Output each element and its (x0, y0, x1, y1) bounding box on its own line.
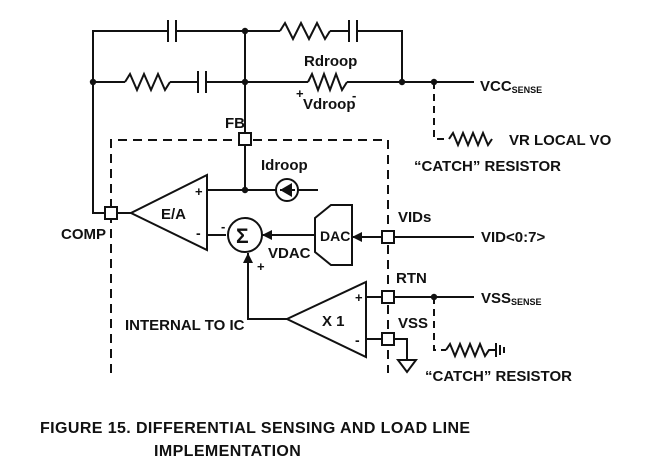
idroop-label: Idroop (261, 157, 308, 174)
rtn-pin-label: RTN (396, 270, 427, 287)
comp-pin (104, 206, 118, 220)
vss-pin (381, 332, 395, 346)
vid-bus-label: VID<0:7> (481, 229, 545, 246)
x1-minus: - (355, 332, 360, 348)
sum-plus: + (257, 259, 265, 274)
dac-block (314, 204, 353, 266)
x1-plus: + (355, 290, 363, 305)
dac-label: DAC (320, 228, 350, 244)
internal-to-ic-label: INTERNAL TO IC (125, 317, 245, 334)
rtn-pin (381, 290, 395, 304)
sigma-symbol: Σ (236, 225, 249, 248)
comp-series-resistor (124, 71, 171, 93)
fb-pin (238, 132, 252, 146)
vdac-label: VDAC (268, 245, 311, 262)
vss-catch-resistor (433, 297, 505, 359)
ea-minus: - (196, 225, 201, 241)
vr-local-vo-label: VR LOCAL VO (509, 132, 612, 149)
unity-buffer (284, 280, 367, 359)
error-amplifier (128, 173, 208, 252)
comp-pin-label: COMP (61, 226, 106, 243)
vdroop-label: Vdroop (303, 96, 356, 113)
vr-local-catch-resistor (433, 82, 493, 148)
ea-plus: + (195, 184, 203, 199)
vids-pin (381, 230, 395, 244)
comp-fb-capacitor (167, 20, 177, 42)
x1-label: X 1 (322, 313, 345, 330)
comp-series-capacitor (197, 71, 207, 93)
figure-caption-line1: FIGURE 15. DIFFERENTIAL SENSING AND LOAD… (40, 420, 471, 437)
catch-resistor-top-label: “CATCH” RESISTOR (414, 158, 561, 175)
vdroop-minus: - (352, 88, 356, 103)
vss-pin-label: VSS (398, 315, 428, 332)
vids-pin-label: VIDs (398, 209, 431, 226)
top-series-capacitor (348, 20, 358, 42)
rdroop-resistor (307, 71, 348, 93)
sum-minus: - (221, 219, 225, 234)
top-series-resistor (279, 20, 331, 42)
vdroop-plus: + (296, 86, 304, 101)
fb-pin-label: FB (225, 115, 245, 132)
idroop-current-source (275, 178, 299, 202)
feedback-network (89, 20, 474, 213)
vss-sense-label: VSSSENSE (481, 290, 542, 307)
ground-symbol (396, 359, 418, 374)
vcc-sense-label: VCCSENSE (480, 78, 542, 95)
rdroop-label: Rdroop (304, 53, 357, 70)
figure-caption-line2: IMPLEMENTATION (154, 443, 302, 460)
catch-resistor-bottom-label: “CATCH” RESISTOR (425, 368, 572, 385)
ea-label: E/A (161, 206, 186, 223)
